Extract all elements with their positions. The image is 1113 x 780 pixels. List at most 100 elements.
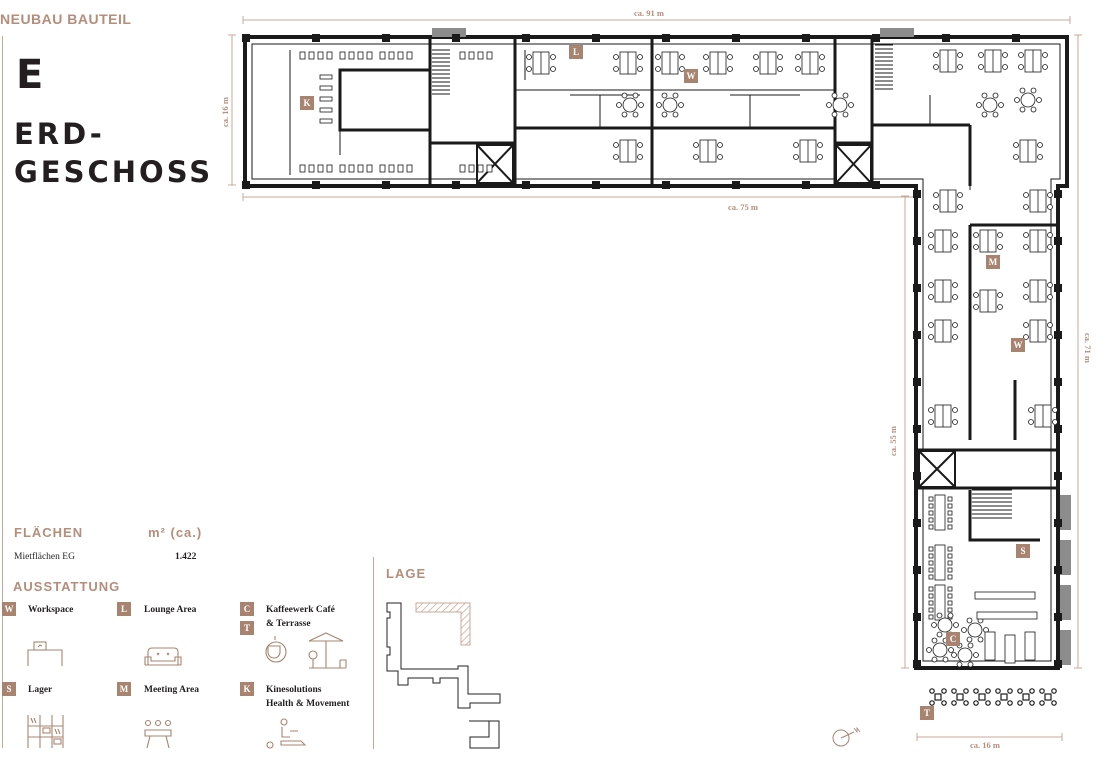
chair — [661, 92, 668, 99]
column — [1054, 660, 1062, 668]
column — [913, 190, 921, 198]
chair — [637, 154, 643, 160]
legend-label-lounge: Lounge Area — [144, 605, 197, 615]
chair — [981, 111, 988, 118]
counter — [976, 611, 1038, 620]
massage-icon — [266, 718, 307, 749]
chair — [928, 517, 934, 523]
dim-inner-width: ca. 75 m — [728, 202, 758, 212]
chair — [947, 553, 953, 559]
chair — [656, 102, 662, 108]
bench — [388, 51, 395, 60]
chair — [947, 574, 953, 580]
terrace-chair — [995, 700, 1001, 706]
chair — [1036, 97, 1042, 103]
column — [1054, 190, 1062, 198]
terrace-chair — [985, 700, 991, 706]
chair — [947, 546, 953, 552]
chair — [928, 553, 934, 559]
chair — [621, 92, 628, 99]
terrace-chair — [985, 688, 991, 694]
chair — [1047, 334, 1053, 340]
terrace-chair — [929, 700, 935, 706]
dim-left-height: ca. 16 m — [220, 97, 230, 127]
terrace-chair — [951, 688, 957, 694]
column — [1054, 519, 1062, 527]
chair — [1047, 204, 1053, 210]
legend-badge-s: S — [2, 682, 16, 696]
chair — [526, 54, 532, 60]
bench — [308, 164, 315, 173]
chair — [661, 111, 668, 118]
chair — [679, 54, 685, 60]
plan-badge-workspace-2: W — [1011, 338, 1025, 352]
chair — [1018, 52, 1024, 58]
chair — [632, 92, 639, 99]
terrace-chair — [1039, 688, 1045, 694]
chair — [948, 647, 954, 653]
terrace-table — [1044, 693, 1052, 701]
column — [913, 237, 921, 245]
chair — [1023, 294, 1029, 300]
shelf-icon — [27, 715, 64, 748]
chair — [947, 517, 953, 523]
chair — [936, 631, 943, 638]
column — [1054, 378, 1062, 386]
stairs — [432, 44, 1012, 519]
chair — [928, 232, 934, 238]
chair — [998, 102, 1004, 108]
chair — [928, 560, 934, 566]
column — [872, 34, 880, 42]
plan-badge-meeting: M — [986, 255, 1000, 269]
chair — [526, 66, 532, 72]
chair — [977, 636, 984, 643]
chair — [947, 607, 953, 613]
column — [522, 181, 530, 189]
legend-label-meeting: Meeting Area — [144, 685, 199, 695]
bench — [468, 51, 475, 60]
chair — [613, 66, 619, 72]
column — [732, 34, 740, 42]
terrace-chair — [941, 688, 947, 694]
chair — [947, 560, 953, 566]
chair — [997, 304, 1003, 310]
chair — [1028, 407, 1034, 413]
window-line — [251, 43, 1061, 662]
chair — [727, 66, 733, 72]
chair — [842, 111, 849, 118]
chair — [1047, 244, 1053, 250]
bench — [366, 164, 373, 173]
column — [662, 34, 670, 42]
plan-badge-kinesolutions: K — [300, 96, 314, 110]
chair — [1047, 282, 1053, 288]
chair — [1047, 192, 1053, 198]
round-table — [832, 97, 848, 113]
chair — [826, 102, 832, 108]
chair — [793, 154, 799, 160]
chair — [928, 419, 934, 425]
chair — [1047, 294, 1053, 300]
chair — [613, 154, 619, 160]
chair — [777, 66, 783, 72]
terrace-chair — [929, 688, 935, 694]
building-kicker: NEUBAU BAUTEIL — [0, 11, 132, 27]
chair — [997, 232, 1003, 238]
chair — [928, 407, 934, 413]
bench — [326, 164, 333, 173]
chair — [1023, 322, 1029, 328]
chair — [1037, 154, 1043, 160]
bench — [299, 51, 306, 60]
chair — [967, 661, 974, 668]
bench — [348, 164, 355, 173]
chair — [981, 92, 988, 99]
chair — [928, 600, 934, 606]
chair — [966, 636, 973, 643]
column — [913, 472, 921, 480]
plan-badge-workspace: W — [684, 69, 698, 83]
chair — [831, 111, 838, 118]
chair — [1019, 106, 1026, 113]
column — [452, 34, 460, 42]
chair — [942, 656, 949, 663]
chair — [1030, 106, 1037, 113]
chair — [952, 334, 958, 340]
